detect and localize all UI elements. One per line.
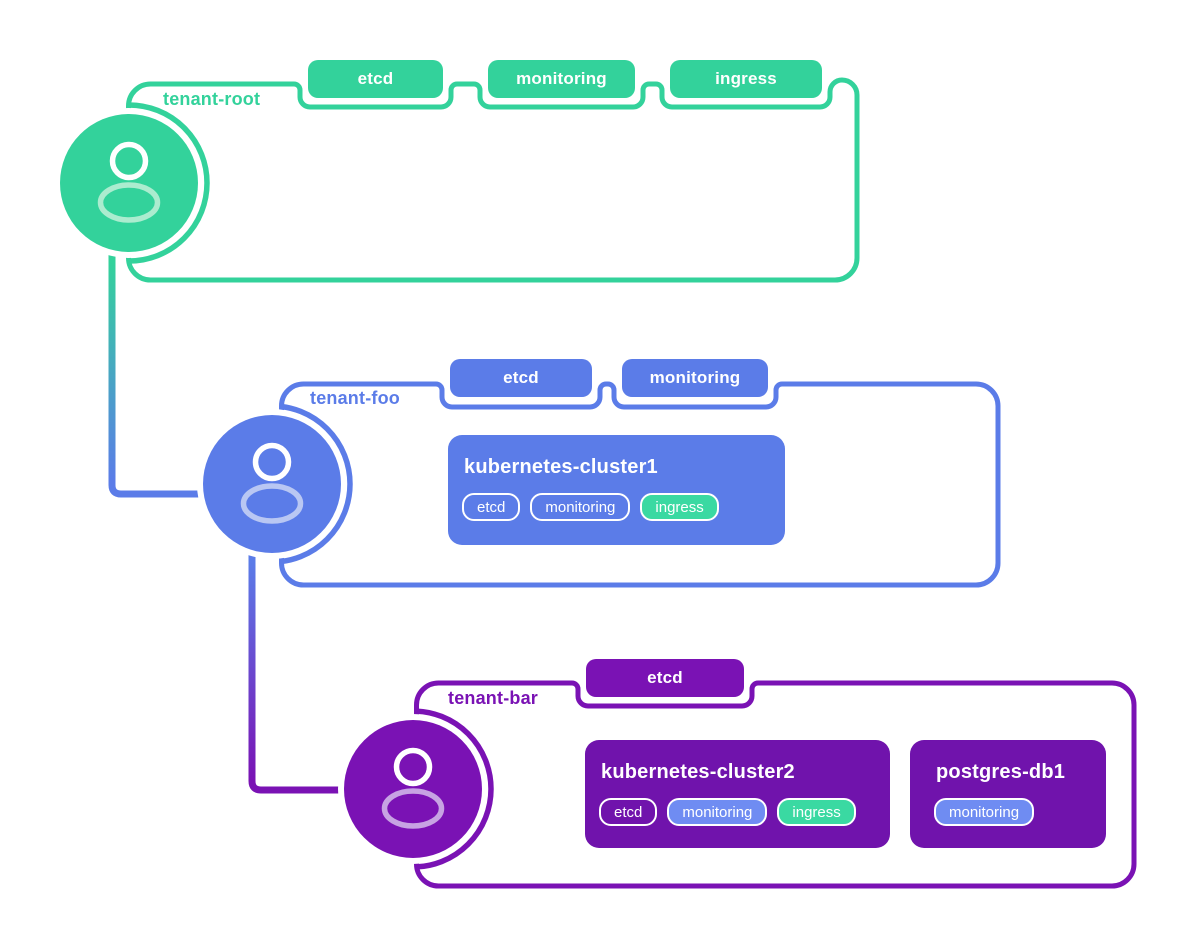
tab-ingress: ingress xyxy=(670,60,822,98)
tab-monitoring: monitoring xyxy=(622,359,768,397)
chip-monitoring: monitoring xyxy=(667,798,768,826)
workload-card-kubernetes-cluster2: kubernetes-cluster2 etcd monitoring ingr… xyxy=(585,740,890,848)
tenant-bar-box xyxy=(338,680,1137,889)
tenant-root-box xyxy=(54,77,860,283)
chip-etcd: etcd xyxy=(599,798,658,826)
workload-title: postgres-db1 xyxy=(936,761,1066,783)
workload-card-postgres-db1: postgres-db1 monitoring xyxy=(910,740,1106,848)
tenant-bar-border xyxy=(414,680,1137,889)
user-icon xyxy=(97,141,161,223)
chip-row: monitoring xyxy=(934,798,1092,826)
chip-ingress: ingress xyxy=(777,798,856,826)
chip-ingress: ingress xyxy=(640,493,719,521)
avatar-ring xyxy=(416,708,494,870)
workload-title: kubernetes-cluster1 xyxy=(464,456,658,478)
tab-etcd: etcd xyxy=(450,359,592,397)
chip-etcd: etcd xyxy=(462,493,521,521)
connector-foo-bar xyxy=(248,551,362,794)
avatar-ring xyxy=(128,102,210,264)
tab-etcd: etcd xyxy=(586,659,744,697)
workload-card-kubernetes-cluster1: kubernetes-cluster1 etcd monitoring ingr… xyxy=(448,435,785,545)
tenant-foo-label: tenant-foo xyxy=(310,388,400,408)
tab-etcd: etcd xyxy=(308,60,443,98)
user-icon xyxy=(381,747,445,829)
tenant-foo-avatar xyxy=(203,415,341,553)
chip-monitoring: monitoring xyxy=(530,493,631,521)
chip-row: etcd monitoring ingress xyxy=(462,493,771,521)
tenant-root-avatar xyxy=(60,114,198,252)
chip-row: etcd monitoring ingress xyxy=(599,798,876,826)
tenant-root-label: tenant-root xyxy=(163,89,261,109)
workload-title: kubernetes-cluster2 xyxy=(601,761,795,783)
tenant-foo-box xyxy=(197,381,1001,588)
connector-root-foo xyxy=(108,250,225,498)
tenant-bar-avatar xyxy=(344,720,482,858)
tenant-root-border xyxy=(126,77,860,283)
tenant-foo-border xyxy=(279,381,1001,588)
tab-monitoring: monitoring xyxy=(488,60,635,98)
tenant-bar-label: tenant-bar xyxy=(448,688,539,708)
chip-monitoring: monitoring xyxy=(934,798,1035,826)
user-icon xyxy=(240,442,304,524)
avatar-ring xyxy=(281,403,353,565)
